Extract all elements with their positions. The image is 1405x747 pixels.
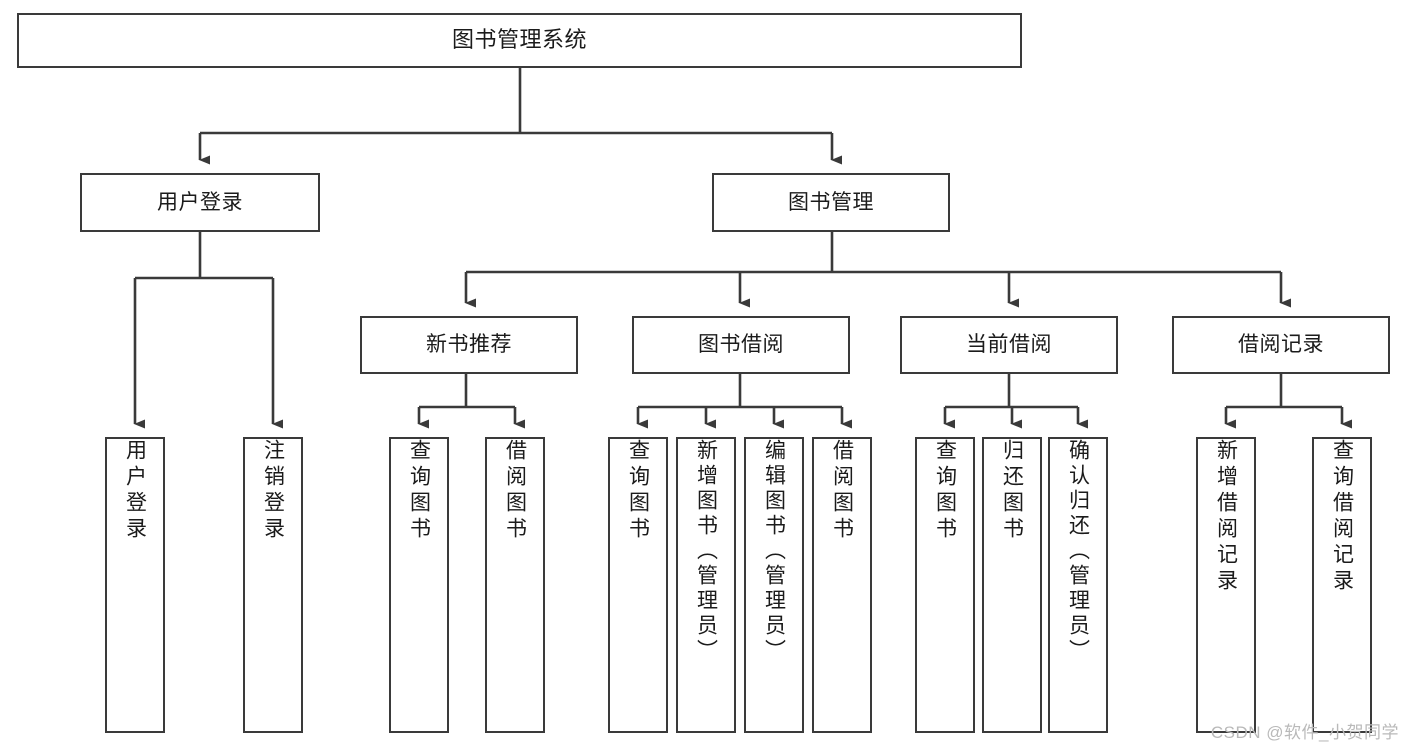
node-label: 确认归还（管理员） [1066,439,1090,664]
node-label: 用户登录 [123,439,147,543]
node-label: 新增图书（管理员） [694,439,718,664]
leaf-query-book-current[interactable]: 查询图书 [915,437,975,733]
leaf-logout[interactable]: 注销登录 [243,437,303,733]
leaf-query-borrow-record[interactable]: 查询借阅记录 [1312,437,1372,733]
node-label: 图书管理系统 [451,27,587,53]
node-label: 图书管理 [788,190,874,214]
leaf-query-book-borrow[interactable]: 查询图书 [608,437,668,733]
leaf-return-book[interactable]: 归还图书 [982,437,1042,733]
node-label: 归还图书 [1000,439,1024,543]
node-label: 查询借阅记录 [1330,439,1354,595]
node-borrow-record[interactable]: 借阅记录 [1172,316,1390,374]
node-book-borrow[interactable]: 图书借阅 [632,316,850,374]
node-root-title[interactable]: 图书管理系统 [17,13,1022,68]
node-label: 借阅记录 [1238,333,1324,357]
watermark: CSDN @软件_小贺同学 [1210,723,1399,742]
leaf-query-book-newbook[interactable]: 查询图书 [389,437,449,733]
leaf-add-borrow-record[interactable]: 新增借阅记录 [1196,437,1256,733]
node-label: 编辑图书（管理员） [762,439,786,664]
leaf-user-login[interactable]: 用户登录 [105,437,165,733]
node-label: 用户登录 [157,190,243,214]
leaf-borrow-book-newbook[interactable]: 借阅图书 [485,437,545,733]
node-label: 借阅图书 [830,439,854,543]
node-new-book-recommend[interactable]: 新书推荐 [360,316,578,374]
node-label: 当前借阅 [966,333,1052,357]
leaf-edit-book-admin[interactable]: 编辑图书（管理员） [744,437,804,733]
node-label: 新书推荐 [426,333,512,357]
node-label: 查询图书 [626,439,650,543]
leaf-borrow-book-borrow[interactable]: 借阅图书 [812,437,872,733]
node-label: 新增借阅记录 [1214,439,1238,595]
node-book-manage[interactable]: 图书管理 [712,173,950,232]
node-user-login[interactable]: 用户登录 [80,173,320,232]
node-label: 查询图书 [407,439,431,543]
leaf-add-book-admin[interactable]: 新增图书（管理员） [676,437,736,733]
node-label: 图书借阅 [698,333,784,357]
node-current-borrow[interactable]: 当前借阅 [900,316,1118,374]
leaf-confirm-return-admin[interactable]: 确认归还（管理员） [1048,437,1108,733]
node-label: 查询图书 [933,439,957,543]
node-label: 借阅图书 [503,439,527,543]
node-label: 注销登录 [261,439,285,543]
